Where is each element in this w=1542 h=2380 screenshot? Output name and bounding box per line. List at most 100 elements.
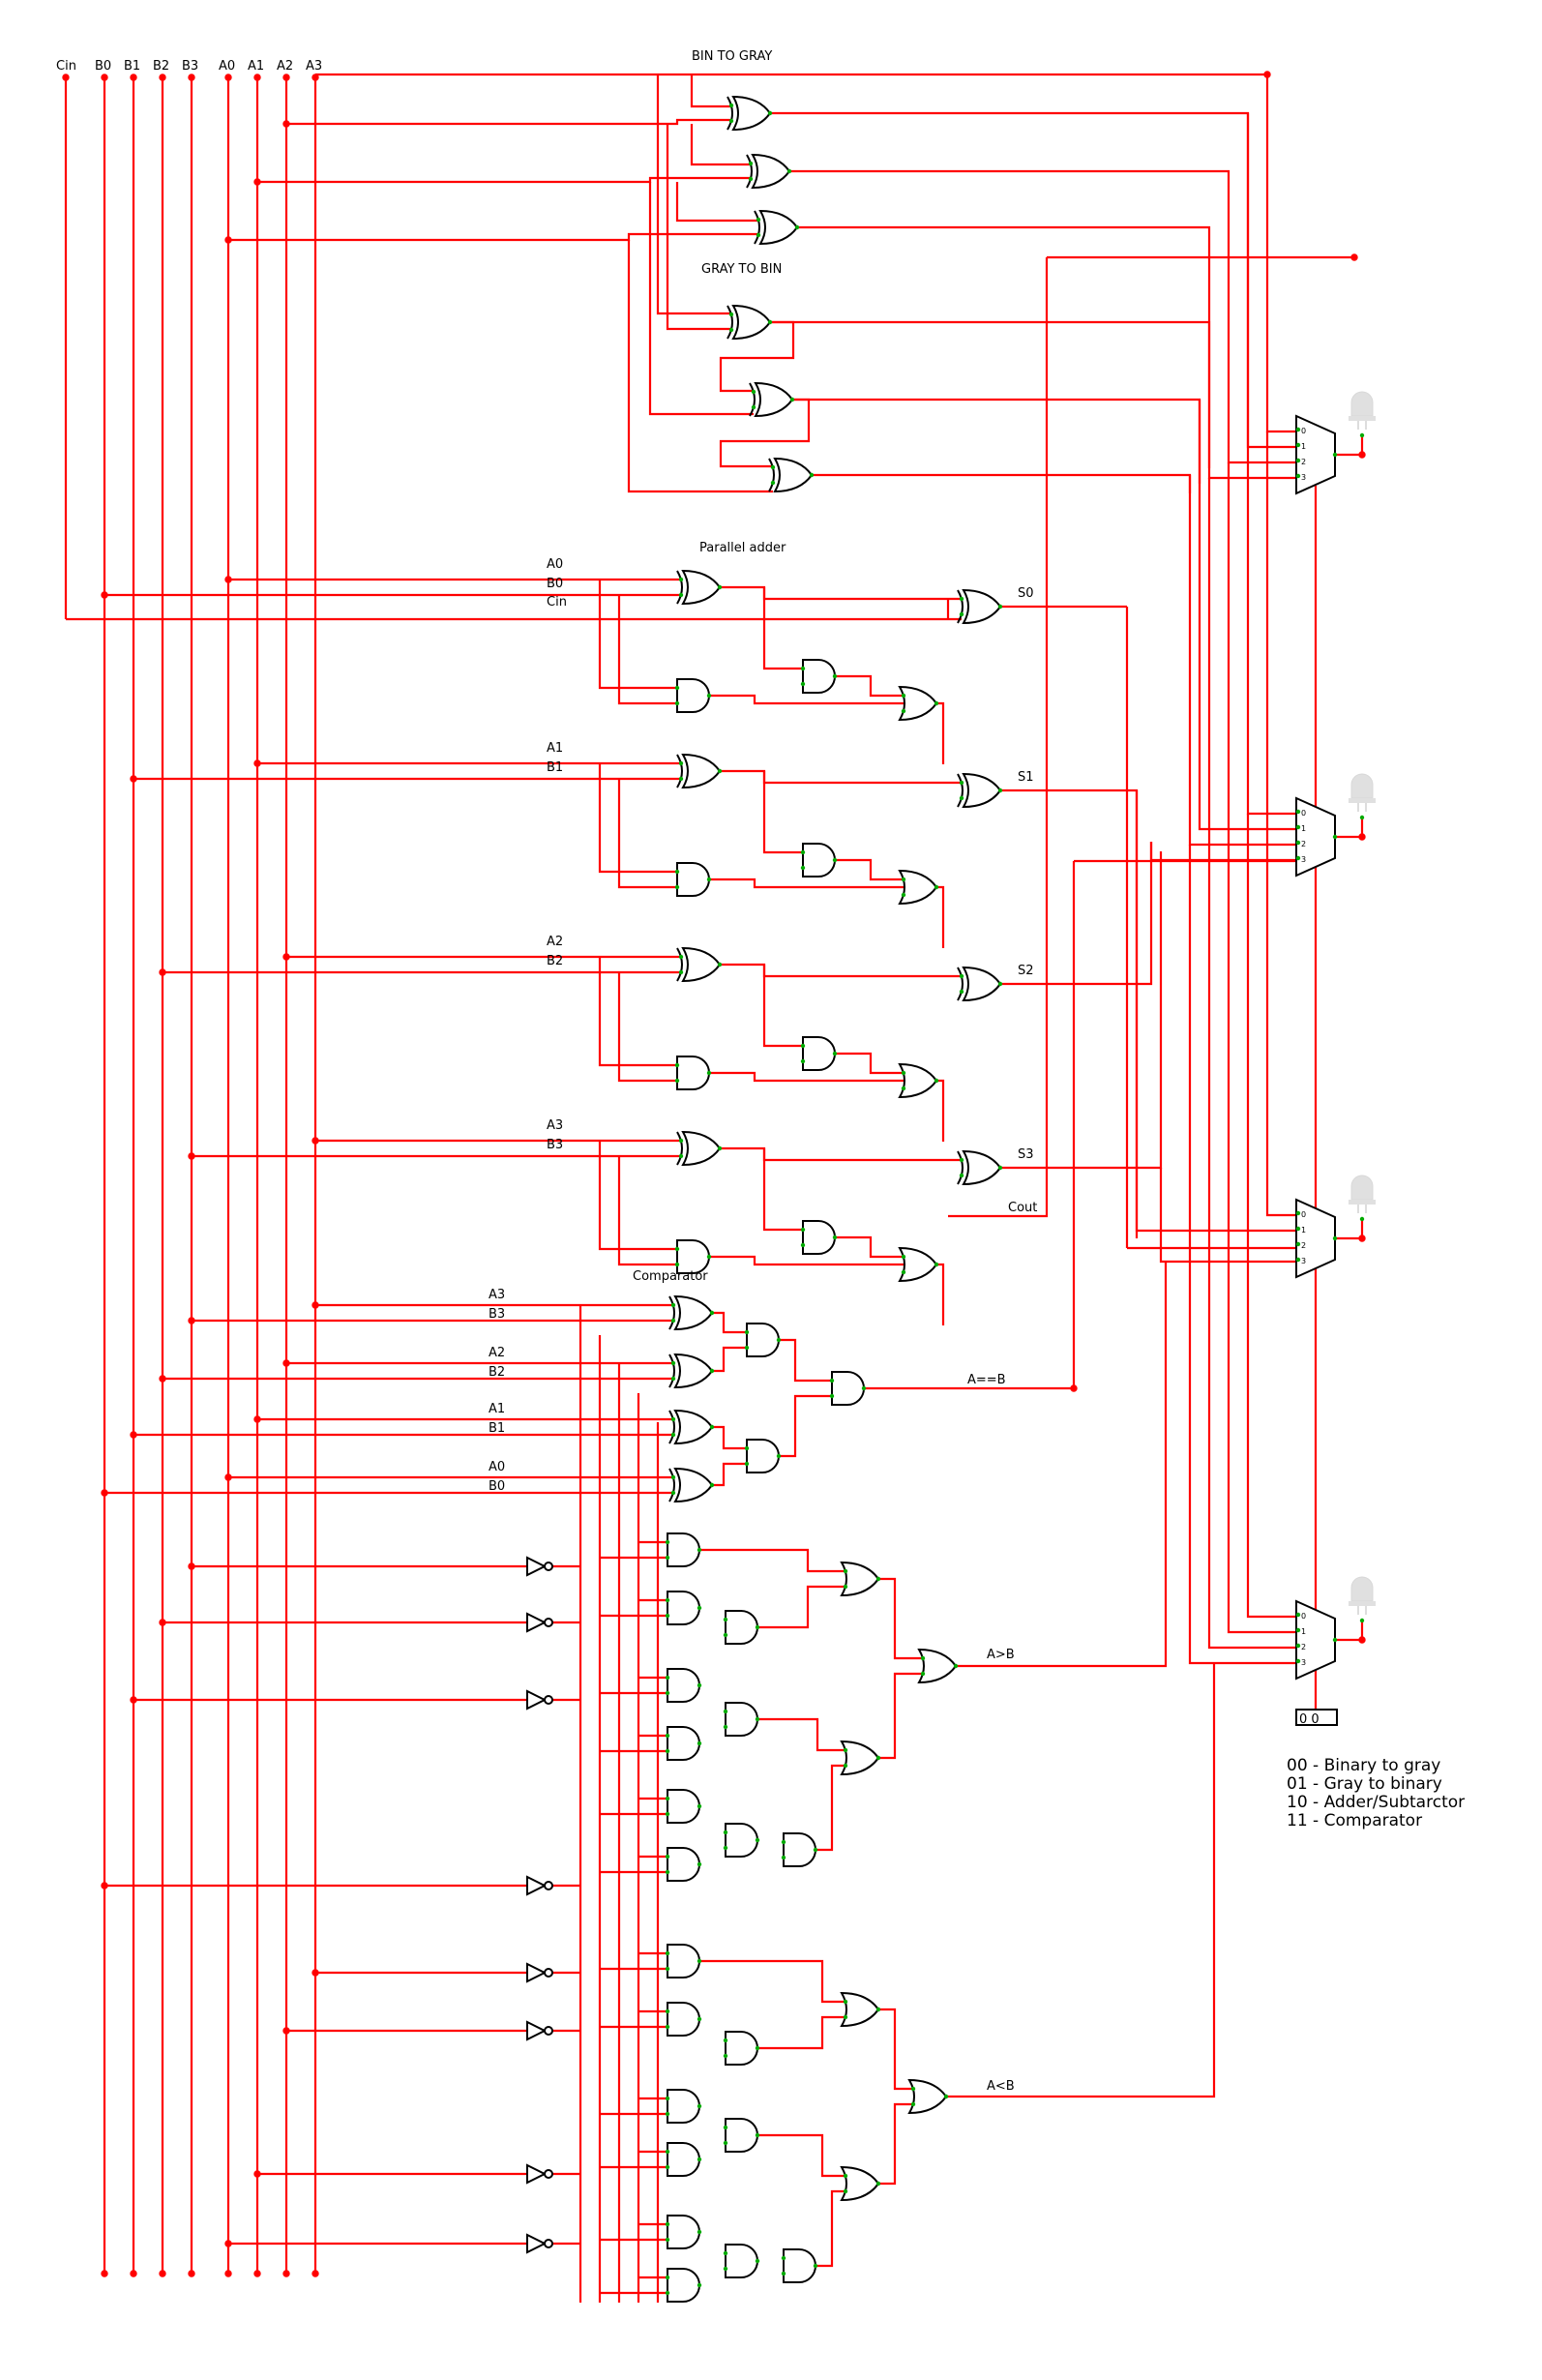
and-gate-icon[interactable] — [667, 1789, 700, 1824]
and-gate-icon[interactable] — [725, 1610, 758, 1645]
and-gate-icon[interactable] — [676, 1056, 710, 1090]
and-gate-icon[interactable] — [725, 2118, 758, 2153]
pin — [723, 2053, 728, 2059]
pin — [843, 1568, 848, 1574]
or-gate-icon[interactable] — [917, 1648, 958, 1684]
or-gate-icon[interactable] — [898, 1062, 938, 1099]
and-gate-icon[interactable] — [725, 2244, 758, 2278]
xor-gate-icon[interactable] — [962, 588, 1002, 625]
pin — [674, 869, 680, 875]
xor-gate-icon[interactable] — [962, 966, 1002, 1002]
mux-icon[interactable] — [1295, 796, 1336, 878]
and-gate-icon[interactable] — [746, 1323, 780, 1357]
junction — [188, 74, 195, 81]
section-title-parallel-adder: Parallel adder — [699, 541, 786, 555]
pin — [697, 1605, 702, 1611]
pin — [832, 1235, 838, 1240]
or-gate-icon[interactable] — [907, 2078, 948, 2115]
pin — [697, 2229, 702, 2235]
xor-gate-icon[interactable] — [754, 381, 794, 418]
pin — [767, 319, 773, 325]
pin — [678, 969, 684, 975]
or-gate-icon[interactable] — [898, 869, 938, 906]
xor-gate-icon[interactable] — [673, 1409, 714, 1445]
and-gate-icon[interactable] — [802, 659, 836, 694]
or-gate-icon[interactable] — [840, 1991, 880, 2028]
and-gate-icon[interactable] — [667, 1668, 700, 1703]
and-gate-icon[interactable] — [802, 843, 836, 878]
pin — [723, 2140, 728, 2146]
not-gate-icon[interactable] — [526, 1962, 548, 1983]
and-gate-icon[interactable] — [725, 1702, 758, 1737]
not-gate-icon[interactable] — [526, 1612, 548, 1633]
comparator-label-A0: A0 — [489, 1460, 505, 1474]
junction — [224, 1473, 232, 1481]
and-gate-icon[interactable] — [783, 1832, 816, 1867]
or-gate-icon[interactable] — [840, 1740, 880, 1776]
xor-gate-icon[interactable] — [681, 569, 722, 606]
xor-gate-icon[interactable] — [681, 1130, 722, 1167]
comparator-output-lt: A<B — [987, 2079, 1015, 2094]
and-gate-icon[interactable] — [667, 1726, 700, 1761]
xor-gate-icon[interactable] — [673, 1294, 714, 1331]
and-gate-icon[interactable] — [667, 1532, 700, 1567]
and-gate-icon[interactable] — [831, 1371, 865, 1406]
pin — [744, 1445, 750, 1451]
and-gate-icon[interactable] — [802, 1220, 836, 1255]
and-gate-icon[interactable] — [725, 2031, 758, 2066]
xor-gate-icon[interactable] — [751, 153, 791, 190]
wire — [675, 182, 758, 223]
pin — [901, 708, 906, 714]
xor-gate-icon[interactable] — [673, 1467, 714, 1503]
or-gate-icon[interactable] — [840, 1561, 880, 1597]
and-gate-icon[interactable] — [676, 1239, 710, 1274]
or-gate-icon[interactable] — [840, 2165, 880, 2202]
and-gate-icon[interactable] — [667, 2268, 700, 2303]
xor-gate-icon[interactable] — [731, 304, 772, 341]
and-gate-icon[interactable] — [667, 2215, 700, 2249]
junction — [311, 2270, 319, 2277]
and-gate-icon[interactable] — [676, 678, 710, 713]
and-gate-icon[interactable] — [667, 1591, 700, 1625]
and-gate-icon[interactable] — [667, 1944, 700, 1978]
mux-icon[interactable] — [1295, 1198, 1336, 1279]
xor-gate-icon[interactable] — [962, 1149, 1002, 1186]
junction — [1070, 1384, 1078, 1392]
and-gate-icon[interactable] — [746, 1439, 780, 1473]
and-gate-icon[interactable] — [667, 2142, 700, 2177]
xor-gate-icon[interactable] — [758, 209, 799, 246]
pin — [755, 1624, 760, 1630]
xor-gate-icon[interactable] — [773, 457, 814, 493]
and-gate-icon[interactable] — [725, 1823, 758, 1858]
junction — [224, 2270, 232, 2277]
xor-gate-icon[interactable] — [673, 1353, 714, 1389]
xor-gate-icon[interactable] — [681, 946, 722, 983]
xor-gate-icon[interactable] — [962, 772, 1002, 809]
mux-icon[interactable] — [1295, 1599, 1336, 1681]
and-gate-icon[interactable] — [676, 862, 710, 897]
and-gate-icon[interactable] — [667, 2002, 700, 2037]
and-gate-icon[interactable] — [802, 1036, 836, 1071]
not-gate-icon[interactable] — [526, 1556, 548, 1577]
mux-icon[interactable] — [1295, 414, 1336, 495]
pin — [959, 780, 964, 786]
xor-gate-icon[interactable] — [731, 95, 772, 132]
or-gate-icon[interactable] — [898, 1246, 938, 1283]
and-gate-icon[interactable] — [783, 2248, 816, 2283]
pin — [728, 103, 734, 108]
or-gate-icon[interactable] — [898, 685, 938, 722]
wire — [1188, 475, 1296, 847]
and-gate-icon[interactable] — [667, 2089, 700, 2124]
selector-input[interactable] — [1295, 1709, 1338, 1726]
not-gate-icon[interactable] — [526, 2233, 548, 2254]
not-gate-icon[interactable] — [526, 1875, 548, 1896]
and-gate-icon[interactable] — [667, 1847, 700, 1882]
pin — [794, 224, 800, 230]
pin — [755, 2132, 760, 2138]
not-gate-icon[interactable] — [526, 2020, 548, 2041]
xor-gate-icon[interactable] — [681, 753, 722, 789]
pin — [875, 2007, 881, 2012]
not-gate-icon[interactable] — [526, 2163, 548, 2185]
not-gate-icon[interactable] — [526, 1689, 548, 1711]
wire — [286, 118, 731, 126]
